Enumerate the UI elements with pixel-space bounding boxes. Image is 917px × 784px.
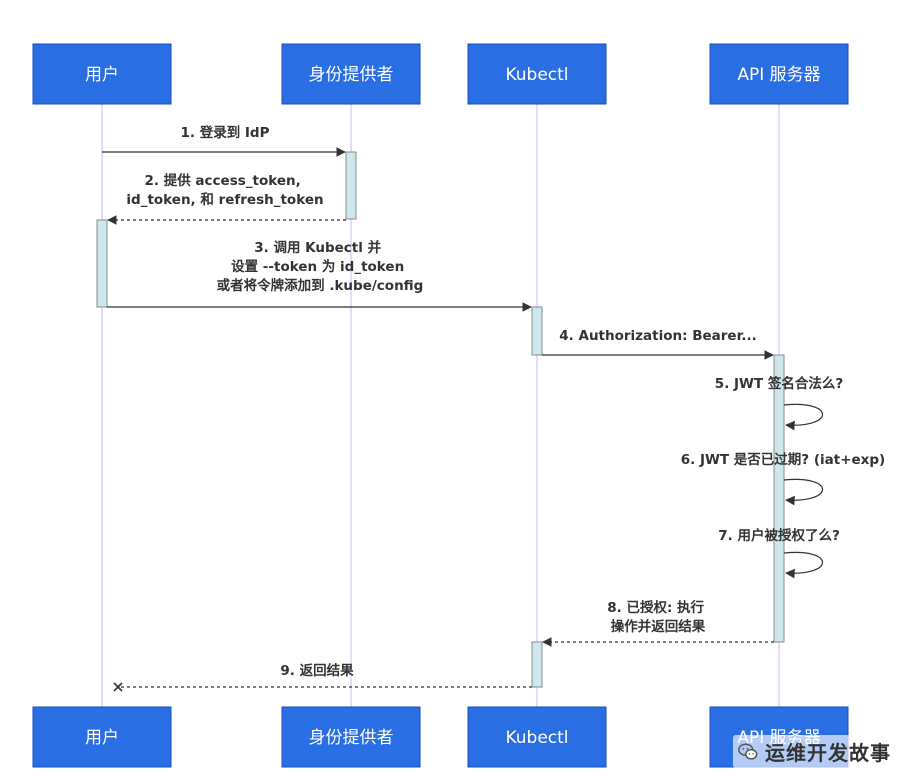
actor-user-label-bottom: 用户 xyxy=(85,728,119,748)
actor-api-label-top: API 服务器 xyxy=(737,65,820,85)
message-label-3: 3. 调用 Kubectl 并 设置 --token 为 id_token 或者… xyxy=(217,239,424,294)
message-label-8: 8. 已授权: 执行 操作并返回结果 xyxy=(607,599,709,635)
actor-user-bottom: 用户 xyxy=(32,706,172,768)
message-label-7: 7. 用户被授权了么? xyxy=(718,527,840,544)
actor-idp-label-bottom: 身份提供者 xyxy=(309,728,394,748)
message-labels: 1. 登录到 IdP 2. 提供 access_token, id_token,… xyxy=(126,124,885,679)
message-label-6: 6. JWT 是否已过期? (iat+exp) xyxy=(681,451,885,468)
actor-idp-bottom: 身份提供者 xyxy=(281,706,421,768)
actor-user-top: 用户 xyxy=(32,43,172,105)
message-label-9: 9. 返回结果 xyxy=(280,662,354,679)
actor-kubectl-label-top: Kubectl xyxy=(505,65,568,85)
actor-kubectl-bottom: Kubectl xyxy=(467,706,607,768)
actor-kubectl-top: Kubectl xyxy=(467,43,607,105)
activation-kubectl-1 xyxy=(531,306,543,356)
message-label-5: 5. JWT 签名合法么? xyxy=(715,375,843,392)
message-arrows xyxy=(102,147,824,692)
activations xyxy=(96,151,785,688)
activation-idp xyxy=(345,151,357,220)
actor-user-label-top: 用户 xyxy=(85,65,119,85)
activation-user xyxy=(96,219,108,308)
message-label-2: 2. 提供 access_token, id_token, 和 refresh_… xyxy=(126,172,323,208)
watermark-text: 运维开发故事 xyxy=(765,741,891,765)
actors-top: 用户 身份提供者 Kubectl API 服务器 xyxy=(32,43,849,105)
message-arrow-7 xyxy=(783,551,824,579)
message-label-1: 1. 登录到 IdP xyxy=(180,124,269,141)
message-label-4: 4. Authorization: Bearer... xyxy=(559,328,756,344)
activation-api xyxy=(773,354,785,643)
actor-api-top: API 服务器 xyxy=(709,43,849,105)
message-arrow-6 xyxy=(783,478,824,506)
watermark: 运维开发故事 xyxy=(733,735,895,768)
actor-idp-label-top: 身份提供者 xyxy=(309,65,394,85)
wechat-icon xyxy=(738,742,758,760)
message-arrow-5 xyxy=(783,403,824,431)
actors-bottom: 用户 身份提供者 Kubectl API 服务器 xyxy=(32,706,849,768)
actor-idp-top: 身份提供者 xyxy=(281,43,421,105)
actor-kubectl-label-bottom: Kubectl xyxy=(505,728,568,748)
activation-kubectl-2 xyxy=(531,641,543,688)
